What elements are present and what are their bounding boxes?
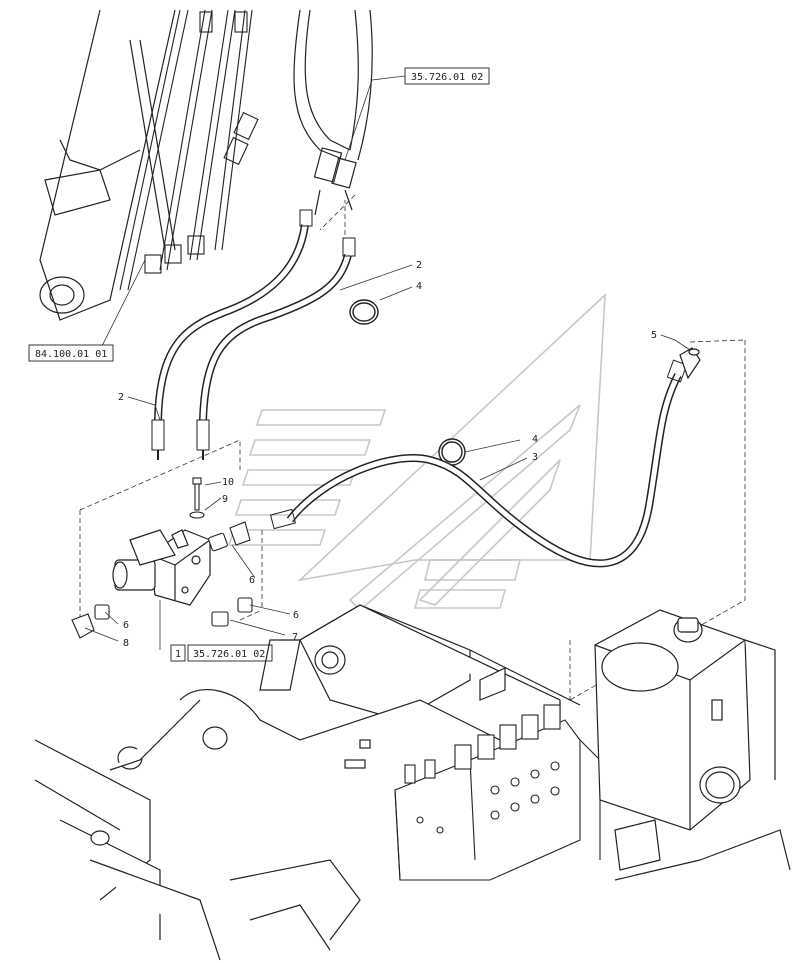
callout-8: 8: [123, 638, 129, 649]
o-ring-upper: [349, 299, 379, 325]
ref-box-bottom: 1 35.726.01 02: [170, 644, 273, 662]
washer-9: [189, 511, 205, 519]
ref-box-bottom-prefix: 1: [175, 649, 181, 660]
hose-2a: [151, 209, 313, 460]
callout-4-middle: 4: [532, 434, 538, 445]
hose-2b: [196, 237, 356, 460]
callout-3: 3: [532, 452, 538, 463]
fitting-6-upper: [208, 532, 228, 552]
fitting-7: [211, 611, 229, 627]
callout-10: 10: [222, 477, 234, 488]
callout-2-upper: 2: [416, 260, 422, 271]
ref-box-bottom-label: 35.726.01 02: [193, 649, 265, 660]
hydraulic-tank: [594, 609, 791, 881]
ref-box-left: 84.100.01 01: [28, 344, 114, 362]
elbow-fitting-5: [679, 347, 701, 380]
callout-7: 7: [292, 632, 298, 643]
callout-5: 5: [651, 330, 657, 341]
valve-block: [112, 529, 211, 606]
loader-frame: [34, 604, 581, 961]
ref-box-top-right: 35.726.01 02: [404, 67, 490, 85]
ref-box-top-right-label: 35.726.01 02: [411, 72, 483, 83]
fitting-6-lower: [237, 597, 253, 613]
loader-arm-right: [293, 9, 373, 216]
hose-3: [269, 359, 688, 568]
fitting-6-left: [94, 604, 110, 620]
callout-6-upper: 6: [249, 575, 255, 586]
ref-box-left-label: 84.100.01 01: [35, 349, 107, 360]
callout-6-right: 6: [293, 610, 299, 621]
callout-9: 9: [222, 494, 228, 505]
callout-numbers: 2 4 5 2 4 3 10 9 6 6 7 6 8: [118, 260, 657, 649]
hydraulic-pipes-arm: [119, 9, 259, 291]
elbow-fitting-8: [71, 613, 95, 639]
callout-6-left: 6: [123, 620, 129, 631]
callout-2-left: 2: [118, 392, 124, 403]
watermark-logo: [227, 293, 606, 612]
elbow-fitting-upper: [229, 521, 251, 546]
callout-4-upper: 4: [416, 281, 422, 292]
control-valve-bank: [394, 704, 601, 881]
bolt-10: [192, 477, 202, 511]
